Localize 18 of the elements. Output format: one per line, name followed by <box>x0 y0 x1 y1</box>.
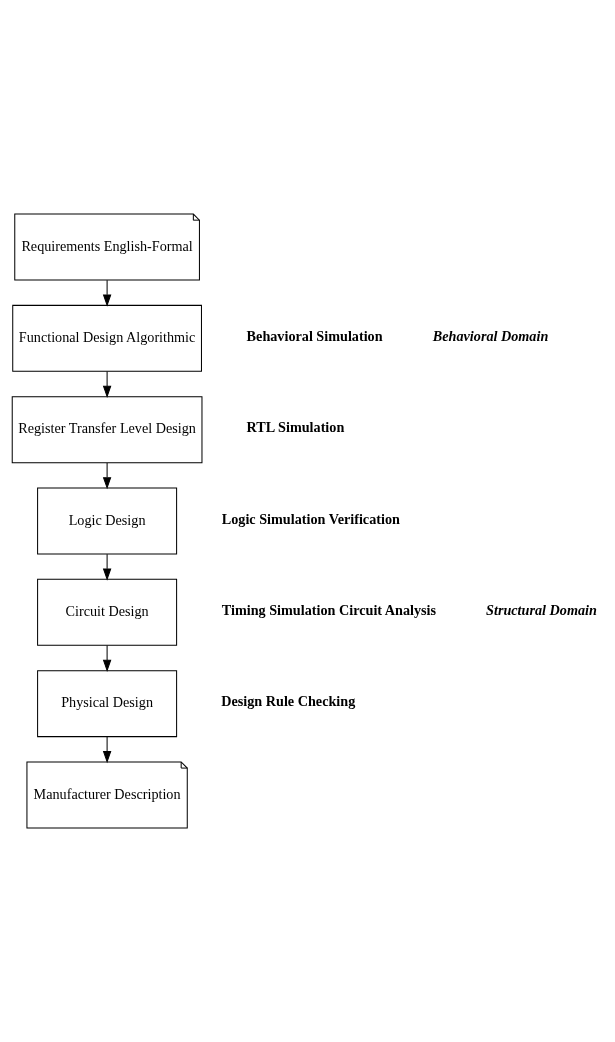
node-label: Design Rule Checking <box>221 693 356 710</box>
node-box: Register Transfer Level Design <box>11 396 203 464</box>
node-label: Logic Simulation Verification <box>221 510 400 527</box>
arrow <box>102 462 112 490</box>
node-box: Functional Design Algorithmic <box>12 304 202 372</box>
node-label: RTL Simulation <box>246 419 345 436</box>
node-label: Behavioral Simulation <box>246 328 383 345</box>
node-box: Physical Design <box>37 670 178 738</box>
arrow <box>102 553 112 581</box>
arrow <box>102 736 112 764</box>
label: Behavioral Domain <box>432 328 549 345</box>
arrow <box>102 279 112 307</box>
label: Structural Domain <box>486 602 597 619</box>
arrow <box>102 645 112 672</box>
node-label: Timing Simulation Circuit Analysis <box>221 602 437 619</box>
node-box: Logic Design <box>37 487 178 555</box>
node-box: Circuit Design <box>37 578 178 646</box>
arrow <box>102 371 112 398</box>
